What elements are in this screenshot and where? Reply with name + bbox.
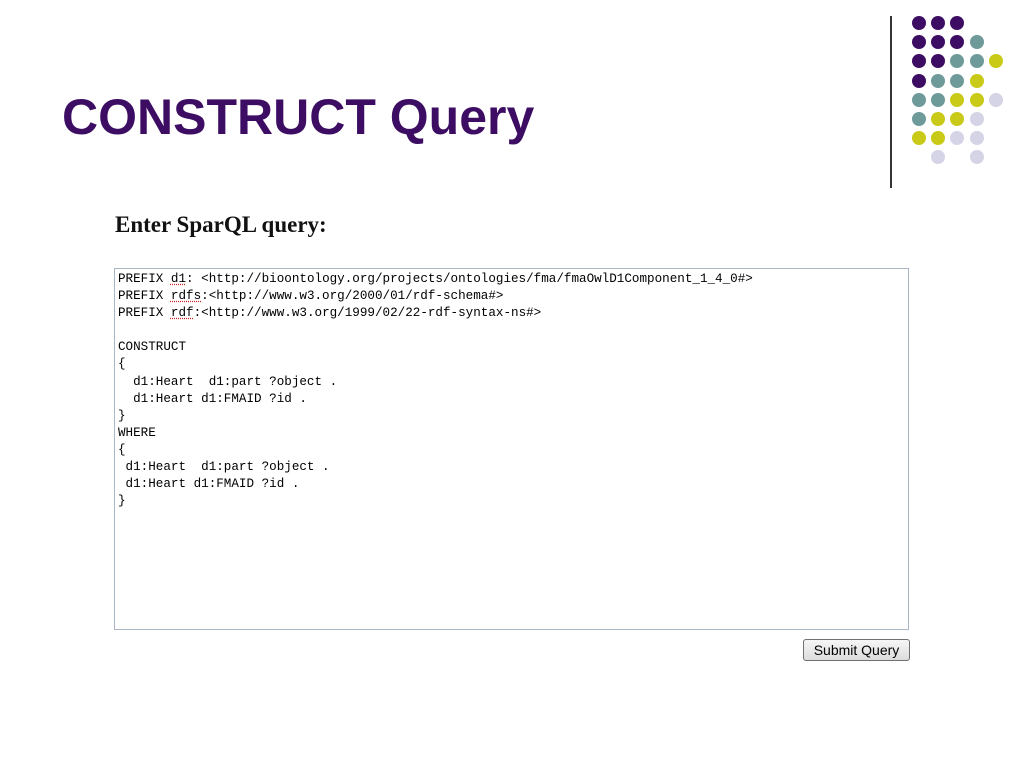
query-line: WHERE [118,425,905,442]
query-line: d1:Heart d1:part ?object . [118,374,905,391]
query-text: PREFIX [118,289,171,304]
query-text: PREFIX [118,272,171,286]
decorative-dot [931,92,946,107]
decorative-dot [931,35,946,50]
query-text: d1:Heart d1:FMAID ?id . [118,477,300,492]
decorative-dot [912,54,926,69]
decorative-dot [969,35,984,50]
decorative-dot [969,92,984,107]
query-line: CONSTRUCT [118,339,905,356]
decorative-dot [969,73,984,88]
vertical-divider [890,16,892,188]
spellcheck-flagged-word: rdfs [170,289,202,304]
decorative-dot [912,131,926,146]
decorative-dot [969,131,984,146]
decorative-dot [988,54,1003,69]
query-text: d1:Heart d1:FMAID ?id . [118,391,307,406]
decorative-dot [931,54,946,69]
query-text: WHERE [118,425,156,440]
decorative-dot [912,16,926,30]
decorative-dot [912,73,926,88]
query-line: PREFIX rdfs:<http://www.w3.org/2000/01/r… [118,288,905,305]
query-line: d1:Heart d1:FMAID ?id . [118,391,905,408]
decorative-dot [912,112,926,126]
query-line [118,322,905,339]
query-text: : <http://bioontology.org/projects/ontol… [186,272,753,286]
query-line: PREFIX d1: <http://bioontology.org/proje… [118,271,905,288]
decorative-dot [969,112,984,126]
decorative-dot [950,35,965,50]
query-line: d1:Heart d1:FMAID ?id . [118,476,905,493]
query-line: { [118,442,905,459]
decorative-dot [912,35,926,50]
decorative-dot [950,54,965,69]
query-text: :<http://www.w3.org/2000/01/rdf-schema#> [201,289,504,304]
query-text: { [118,357,126,372]
query-line: d1:Heart d1:part ?object . [118,459,905,476]
sparql-query-textarea[interactable]: PREFIX d1: <http://bioontology.org/proje… [114,268,909,630]
decorative-dot [950,16,965,30]
decorative-dot [931,73,946,88]
decorative-dot [950,73,965,88]
spellcheck-flagged-word: d1 [170,272,187,286]
query-line: } [118,408,905,425]
query-text: :<http://www.w3.org/1999/02/22-rdf-synta… [193,306,542,321]
query-line: { [118,356,905,373]
query-line: } [118,493,905,510]
decorative-dot [969,150,984,165]
slide-title: CONSTRUCT Query [62,89,535,145]
query-text: { [118,442,126,457]
query-text: PREFIX [118,306,171,321]
query-text: d1:Heart d1:part ?object . [118,374,338,389]
query-line: PREFIX rdf:<http://www.w3.org/1999/02/22… [118,305,905,322]
query-text: d1:Heart d1:part ?object . [118,460,330,475]
query-text: } [118,494,126,509]
decorative-dot [931,131,946,146]
decorative-dot [950,92,965,107]
spellcheck-flagged-word: rdf [170,306,194,321]
decorative-dot [931,16,946,30]
decorative-dot [988,92,1003,107]
query-prompt-label: Enter SparQL query: [115,212,327,237]
decorative-dot [969,54,984,69]
submit-query-button[interactable]: Submit Query [803,639,910,661]
decorative-dot [912,92,926,107]
query-text: } [118,408,126,423]
decorative-dot [950,131,965,146]
decorative-dot [931,150,946,165]
decorative-dot [950,112,965,126]
decorative-dot [931,112,946,126]
query-text: CONSTRUCT [118,340,187,355]
